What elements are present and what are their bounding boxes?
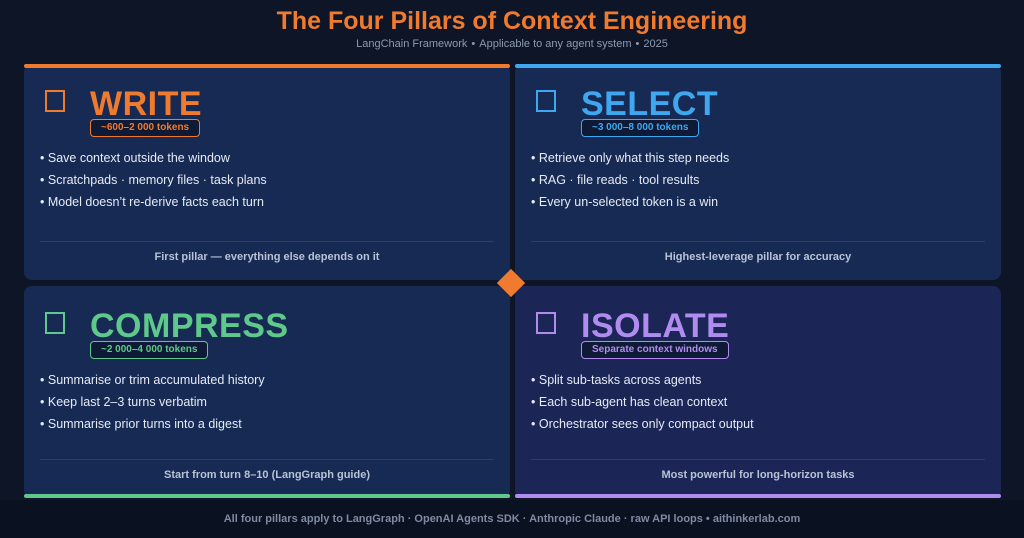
- subtitle-year: 2025: [643, 38, 668, 50]
- bullet-item: Keep last 2–3 turns verbatim: [40, 394, 265, 416]
- page-title: The Four Pillars of Context Engineering: [276, 7, 748, 35]
- pillar-card-isolate: ISOLATE Separate context windows Split s…: [515, 286, 1001, 498]
- bullet-item: Orchestrator sees only compact output: [531, 416, 754, 438]
- pillar-footnote: Highest-leverage pillar for accuracy: [664, 251, 852, 263]
- square-outline-icon: [45, 312, 65, 334]
- bullet-item: Model doesn’t re-derive facts each turn: [40, 194, 267, 216]
- subtitle-separator: •: [471, 38, 476, 50]
- pillar-footnote: First pillar — everything else depends o…: [154, 251, 380, 263]
- bullet-item: Summarise or trim accumulated history: [40, 372, 265, 394]
- pillar-footnote: Most powerful for long-horizon tasks: [661, 469, 855, 481]
- square-outline-icon: [536, 312, 556, 334]
- bullet-item: Scratchpads · memory files · task plans: [40, 172, 267, 194]
- bullet-item: Every un-selected token is a win: [531, 194, 729, 216]
- divider: [40, 459, 494, 460]
- subtitle-framework: LangChain Framework: [356, 38, 468, 50]
- square-outline-icon: [536, 90, 556, 112]
- token-badge: ~3 000–8 000 tokens: [581, 119, 700, 137]
- token-badge: ~2 000–4 000 tokens: [90, 341, 209, 359]
- bullet-list: Summarise or trim accumulated history Ke…: [40, 372, 265, 438]
- bullet-item: Summarise prior turns into a digest: [40, 416, 265, 438]
- pillars-grid: WRITE ~600–2 000 tokens Save context out…: [24, 64, 1001, 498]
- pillar-card-write: WRITE ~600–2 000 tokens Save context out…: [24, 64, 510, 280]
- accent-bar: [24, 494, 510, 498]
- bullet-item: Retrieve only what this step needs: [531, 150, 729, 172]
- bullet-list: Retrieve only what this step needs RAG ·…: [531, 150, 729, 216]
- square-outline-icon: [45, 90, 65, 112]
- pillar-footnote: Start from turn 8–10 (LangGraph guide): [164, 469, 370, 481]
- page-subtitle: LangChain Framework•Applicable to any ag…: [0, 38, 1024, 50]
- subtitle-scope: Applicable to any agent system: [479, 38, 632, 50]
- token-badge: ~600–2 000 tokens: [90, 119, 201, 137]
- divider: [531, 459, 985, 460]
- accent-bar: [515, 64, 1001, 68]
- pillar-name: ISOLATE: [581, 307, 730, 345]
- token-badge: Separate context windows: [581, 341, 729, 359]
- pillar-name: COMPRESS: [90, 307, 289, 345]
- footer: All four pillars apply to LangGraph · Op…: [0, 500, 1024, 538]
- bullet-list: Split sub-tasks across agents Each sub-a…: [531, 372, 754, 438]
- pillar-name: WRITE: [90, 85, 203, 123]
- bullet-list: Save context outside the window Scratchp…: [40, 150, 267, 216]
- subtitle-separator: •: [635, 38, 640, 50]
- accent-bar: [515, 494, 1001, 498]
- bullet-item: Save context outside the window: [40, 150, 267, 172]
- divider: [531, 241, 985, 242]
- pillar-name: SELECT: [581, 85, 719, 123]
- accent-bar: [24, 64, 510, 68]
- pillar-card-select: SELECT ~3 000–8 000 tokens Retrieve only…: [515, 64, 1001, 280]
- bullet-item: Split sub-tasks across agents: [531, 372, 754, 394]
- pillar-card-compress: COMPRESS ~2 000–4 000 tokens Summarise o…: [24, 286, 510, 498]
- bullet-item: Each sub-agent has clean context: [531, 394, 754, 416]
- bullet-item: RAG · file reads · tool results: [531, 172, 729, 194]
- divider: [40, 241, 494, 242]
- header: The Four Pillars of Context Engineering …: [0, 0, 1024, 60]
